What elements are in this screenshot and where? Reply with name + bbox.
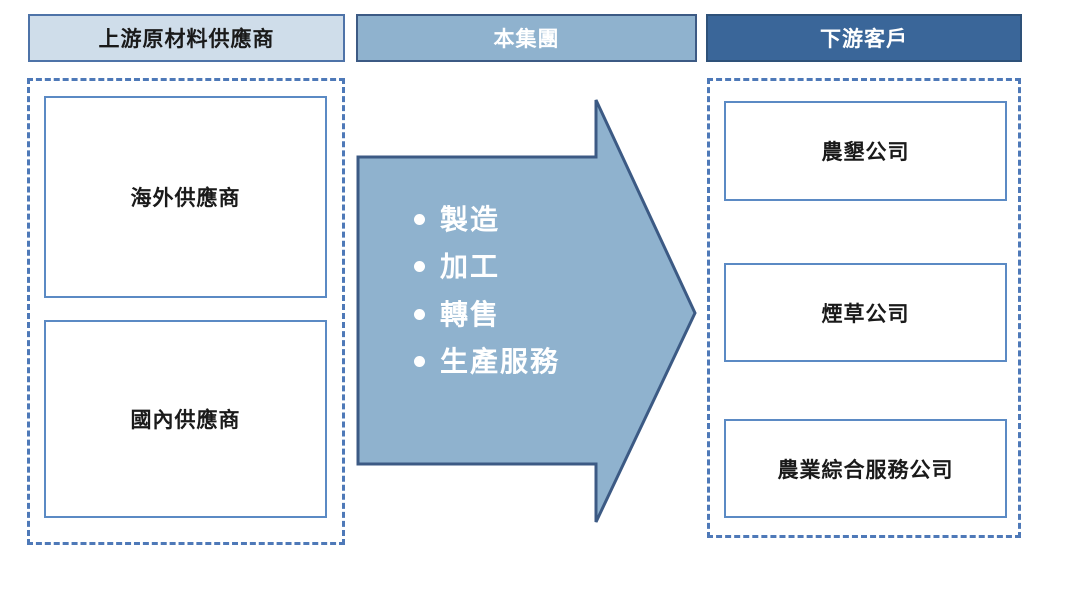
header-the-group: 本集團 — [356, 14, 697, 62]
entity-domestic-supplier: 國內供應商 — [44, 320, 327, 518]
activity-label: 轉售 — [440, 298, 501, 330]
activity-item: 生產服務 — [410, 347, 600, 376]
bullet-icon — [414, 308, 425, 320]
header-upstream-suppliers: 上游原材料供應商 — [28, 14, 345, 62]
activity-item: 轉售 — [410, 300, 600, 329]
bullet-icon — [414, 356, 425, 368]
group-container-upstream — [27, 78, 345, 545]
entity-agricultural-services-company: 農業綜合服務公司 — [724, 419, 1007, 518]
bullet-icon — [414, 214, 425, 225]
entity-overseas-supplier: 海外供應商 — [44, 96, 327, 298]
activity-item: 製造 — [410, 205, 600, 234]
activity-label: 生產服務 — [440, 346, 561, 378]
process-arrow — [352, 92, 704, 532]
header-downstream-customers: 下游客戶 — [706, 14, 1022, 62]
group-container-downstream — [707, 78, 1021, 538]
activity-label: 製造 — [440, 204, 501, 235]
activity-label: 加工 — [440, 251, 501, 283]
bullet-icon — [414, 261, 425, 273]
entity-farming-company: 農墾公司 — [724, 101, 1007, 201]
group-activities-list: 製造 加工 轉售 生產服務 — [410, 205, 600, 377]
right-arrow-icon — [356, 99, 697, 523]
entity-tobacco-company: 煙草公司 — [724, 263, 1007, 362]
activity-item: 加工 — [410, 251, 600, 283]
